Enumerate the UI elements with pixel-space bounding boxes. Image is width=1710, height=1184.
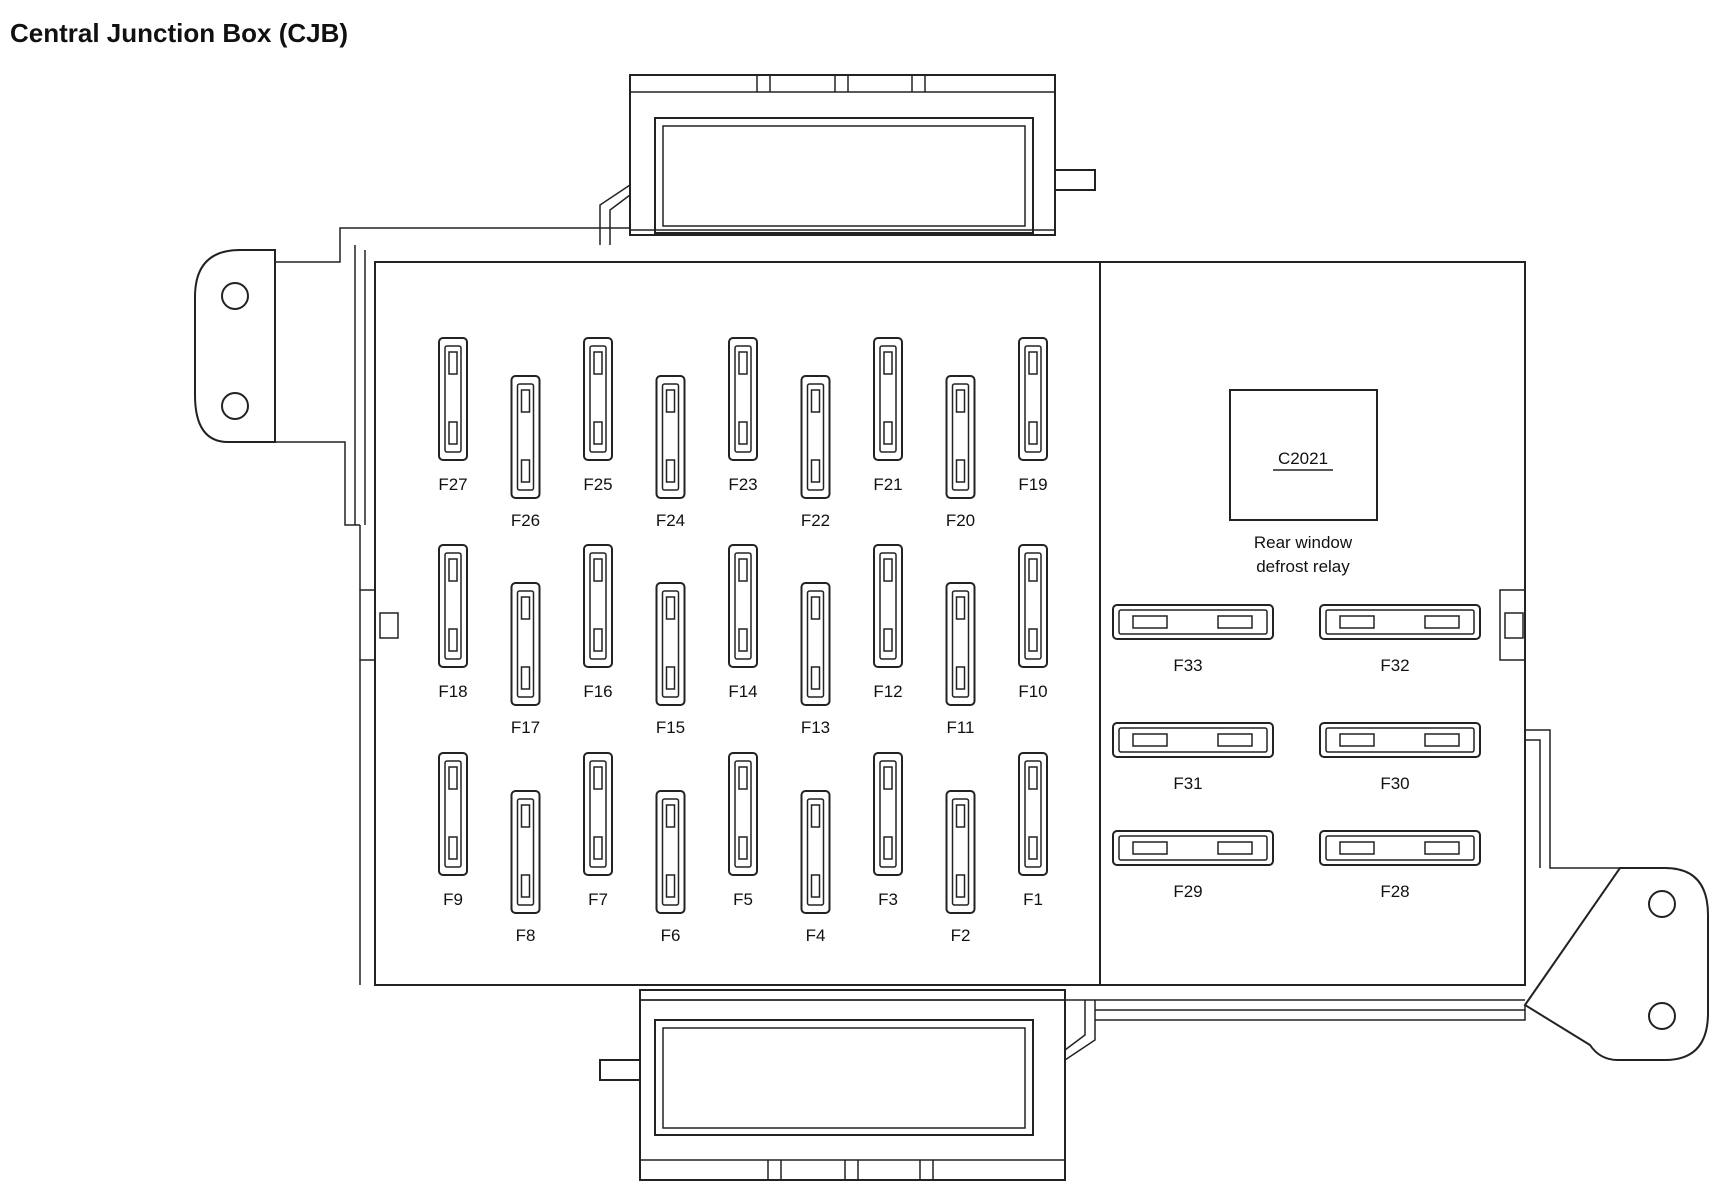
fuse-f18: F18 — [438, 544, 468, 701]
fuse-f11: F11 — [945, 582, 976, 737]
fuse-f31: F31 — [1112, 722, 1274, 793]
fuse-label: F25 — [583, 475, 612, 494]
fuse-f2: F2 — [945, 790, 976, 945]
fuse-label: F10 — [1018, 682, 1047, 701]
fuse-label: F28 — [1380, 882, 1409, 901]
fuse-f4: F4 — [800, 790, 831, 945]
fuse-label: F27 — [438, 475, 467, 494]
fuse-label: F32 — [1380, 656, 1409, 675]
fuse-label: F31 — [1173, 774, 1202, 793]
fuse-f19: F19 — [1018, 337, 1048, 494]
fuse-label: F7 — [588, 890, 608, 909]
fuse-label: F29 — [1173, 882, 1202, 901]
fuse-f3: F3 — [873, 752, 903, 909]
fuse-f22: F22 — [800, 375, 831, 530]
fuse-label: F23 — [728, 475, 757, 494]
fuse-label: F14 — [728, 682, 757, 701]
fuse-label: F20 — [946, 511, 975, 530]
relay-connector-label: C2021 — [1278, 449, 1328, 468]
top-connector — [599, 74, 1096, 245]
fuse-f30: F30 — [1319, 722, 1481, 793]
fuse-f20: F20 — [945, 375, 976, 530]
relay-label-line1: Rear window — [1254, 533, 1353, 552]
fuse-label: F22 — [801, 511, 830, 530]
fuse-label: F17 — [511, 718, 540, 737]
fuse-f15: F15 — [655, 582, 686, 737]
fuse-f25: F25 — [583, 337, 613, 494]
fuse-f14: F14 — [728, 544, 758, 701]
fuse-f8: F8 — [510, 790, 541, 945]
fuse-f12: F12 — [873, 544, 903, 701]
fuse-f5: F5 — [728, 752, 758, 909]
fuse-label: F13 — [801, 718, 830, 737]
fuse-label: F18 — [438, 682, 467, 701]
fuse-label: F24 — [656, 511, 685, 530]
bottom-connector — [599, 989, 1096, 1181]
fuse-label: F21 — [873, 475, 902, 494]
fuse-f13: F13 — [800, 582, 831, 737]
fuse-label: F26 — [511, 511, 540, 530]
fuse-f21: F21 — [873, 337, 903, 494]
fuse-f9: F9 — [438, 752, 468, 909]
fuse-f6: F6 — [655, 790, 686, 945]
rear-window-defrost-relay: C2021 Rear window defrost relay — [1229, 389, 1378, 576]
fuse-f23: F23 — [728, 337, 758, 494]
fuse-label: F8 — [516, 926, 536, 945]
fuse-f32: F32 — [1319, 604, 1481, 675]
relay-label-line2: defrost relay — [1256, 557, 1350, 576]
fuse-label: F6 — [661, 926, 681, 945]
main-housing — [359, 261, 1526, 1001]
fuse-f10: F10 — [1018, 544, 1048, 701]
diagram-title: Central Junction Box (CJB) — [10, 18, 349, 48]
fuse-f28: F28 — [1319, 830, 1481, 901]
fuse-label: F11 — [946, 718, 974, 737]
fuse-label: F2 — [951, 926, 971, 945]
left-mounting-tab — [194, 227, 630, 526]
mini-fuse-panel: F27F26F25F24F23F22F21F20F19F18F17F16F15F… — [438, 337, 1048, 945]
fuse-f29: F29 — [1112, 830, 1274, 901]
fuse-f24: F24 — [655, 375, 686, 530]
fuse-f16: F16 — [583, 544, 613, 701]
right-mounting-tab — [1095, 729, 1709, 1061]
fuse-label: F16 — [583, 682, 612, 701]
fuse-f33: F33 — [1112, 604, 1274, 675]
fuse-label: F1 — [1023, 890, 1043, 909]
fuse-label: F30 — [1380, 774, 1409, 793]
fuse-label: F12 — [873, 682, 902, 701]
fuse-label: F19 — [1018, 475, 1047, 494]
fuse-label: F4 — [806, 926, 826, 945]
fuse-f27: F27 — [438, 337, 468, 494]
fuse-f7: F7 — [583, 752, 613, 909]
fuse-f17: F17 — [510, 582, 541, 737]
fuse-f1: F1 — [1018, 752, 1048, 909]
fuse-f26: F26 — [510, 375, 541, 530]
fuse-label: F5 — [733, 890, 753, 909]
fuse-label: F15 — [656, 718, 685, 737]
fuse-label: F33 — [1173, 656, 1202, 675]
fuse-label: F3 — [878, 890, 898, 909]
fuse-label: F9 — [443, 890, 463, 909]
